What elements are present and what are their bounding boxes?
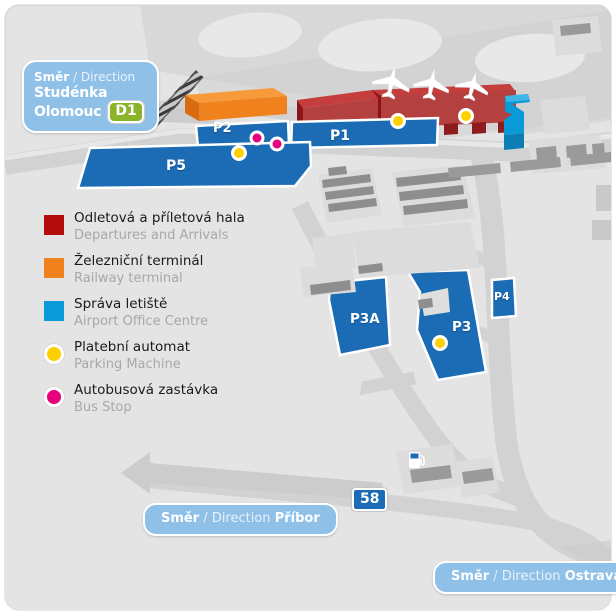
direction-sign-olomouc[interactable]: Směr / Direction Studénka Olomouc D1 — [22, 60, 159, 133]
direction-sign-pribor[interactable]: Směr / Direction Příbor — [143, 503, 338, 536]
sign-olomouc-slash: / — [73, 70, 78, 84]
aircraft-icon — [371, 65, 410, 100]
parking-machine-marker — [390, 113, 406, 129]
parking-lot-p4 — [490, 276, 518, 320]
legend-item-railway-terminal: Železniční terminál Railway terminal — [44, 253, 284, 293]
airport-office-swatch — [44, 301, 64, 321]
parking-label-p4: P4 — [494, 290, 510, 303]
aircraft-silhouettes — [371, 65, 489, 102]
legend-label-cz: Autobusová zastávka — [74, 382, 219, 398]
sign-pribor-direction: Direction — [211, 511, 271, 526]
fuel-pump-icon — [409, 452, 425, 468]
sign-pribor-place: Příbor — [274, 511, 320, 526]
aircraft-icon — [412, 68, 450, 101]
sign-olomouc-line2: Studénka — [34, 85, 108, 101]
parking-machine-marker — [458, 108, 474, 124]
legend-item-airport-office: Správa letiště Airport Office Centre — [44, 296, 284, 336]
railway-terminal-swatch — [44, 258, 64, 278]
parking-label-p5: P5 — [166, 158, 187, 174]
parking-machine-markers — [231, 108, 474, 351]
legend-item-bus-stop: Autobusová zastávka Bus Stop — [44, 382, 284, 422]
sign-olomouc-smer: Směr — [34, 70, 70, 84]
parking-label-p3a: P3A — [350, 311, 380, 327]
legend-label-en: Airport Office Centre — [74, 314, 209, 329]
parking-lot-p1 — [289, 116, 440, 150]
direction-sign-ostrava[interactable]: Směr / Direction Ostrava — [433, 561, 616, 594]
bus-stop-markers — [249, 130, 285, 152]
legend-label-en: Railway terminal — [74, 271, 183, 286]
legend-label-en: Parking Machine — [74, 357, 181, 372]
airport-office-building — [504, 94, 530, 150]
building-roof-stripes — [310, 166, 468, 295]
legend-label-cz: Železniční terminál — [74, 253, 204, 269]
parking-machine-marker — [231, 145, 247, 161]
sign-olomouc-line3: Olomouc — [34, 104, 102, 120]
legend-label-cz: Platební automat — [74, 339, 191, 355]
parking-label-p2: P2 — [213, 121, 232, 136]
departures-arrivals-swatch — [44, 215, 64, 235]
bus-stop-marker — [249, 130, 265, 146]
legend-label-en: Bus Stop — [74, 400, 132, 415]
parking-machine-marker — [432, 335, 448, 351]
legend-label-cz: Odletová a příletová hala — [74, 210, 245, 226]
arrow-west-pribor — [121, 452, 383, 500]
railway-terminal-building — [185, 88, 287, 121]
map-legend: Odletová a příletová hala Departures and… — [44, 210, 284, 427]
sign-ostrava-direction: Direction — [501, 569, 561, 584]
road-shield-58[interactable]: 58 — [352, 488, 388, 511]
sign-ostrava-smer: Směr — [451, 569, 490, 584]
bus-stop-marker — [269, 136, 285, 152]
parking-label-p3: P3 — [452, 319, 472, 335]
motorway-badge-d1[interactable]: D1 — [108, 101, 144, 123]
sign-pribor-smer: Směr — [161, 511, 200, 526]
aircraft-stand — [198, 12, 302, 58]
bus-stop-dot — [44, 387, 64, 407]
sign-olomouc-direction: Direction — [80, 70, 136, 84]
parking-machine-dot — [44, 344, 64, 364]
legend-item-parking-machine: Platební automat Parking Machine — [44, 339, 284, 379]
parking-lot-p3a — [327, 275, 392, 357]
legend-label-en: Departures and Arrivals — [74, 228, 229, 243]
sign-ostrava-place: Ostrava — [564, 569, 616, 584]
legend-item-departures-arrivals: Odletová a příletová hala Departures and… — [44, 210, 284, 250]
sign-pribor-slash: / — [203, 511, 208, 526]
sign-ostrava-slash: / — [493, 569, 498, 584]
legend-label-cz: Správa letiště — [74, 296, 168, 312]
aircraft-icon — [454, 71, 489, 102]
parking-label-p1: P1 — [330, 128, 351, 144]
aircraft-stand — [318, 18, 442, 72]
